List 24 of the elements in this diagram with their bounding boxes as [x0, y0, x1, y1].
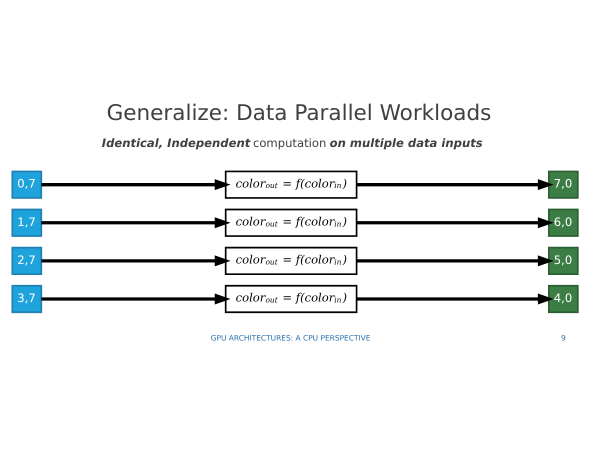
arrow: [41, 217, 231, 228]
node-box: 6,0: [548, 208, 579, 237]
node-box: 1,7: [11, 208, 42, 237]
node-box: colorout = f(colorin): [224, 170, 358, 199]
arrow: [41, 255, 231, 266]
arrow: [356, 217, 554, 228]
node-box: 4,0: [548, 284, 579, 314]
arrow: [41, 293, 231, 305]
arrow: [356, 255, 554, 266]
arrow: [41, 179, 231, 190]
node-box: 2,7: [11, 246, 42, 275]
arrow: [356, 179, 554, 190]
arrow: [356, 293, 554, 305]
label: GPU ARCHITECTURES: A CPU PERSPECTIVE: [210, 334, 370, 343]
node-box: 0,7: [11, 170, 42, 199]
node-box: 7,0: [548, 170, 579, 199]
label: 9: [560, 334, 566, 343]
label: Identical, Independent computation on multiple data inputs: [102, 136, 483, 150]
diagram-title: Generalize: Data Parallel Workloads: [106, 100, 492, 126]
node-box: colorout = f(colorin): [224, 246, 358, 275]
node-box: 3,7: [11, 284, 42, 314]
node-box: colorout = f(colorin): [224, 208, 358, 237]
node-box: colorout = f(colorin): [224, 284, 358, 314]
node-box: 5,0: [548, 246, 579, 275]
